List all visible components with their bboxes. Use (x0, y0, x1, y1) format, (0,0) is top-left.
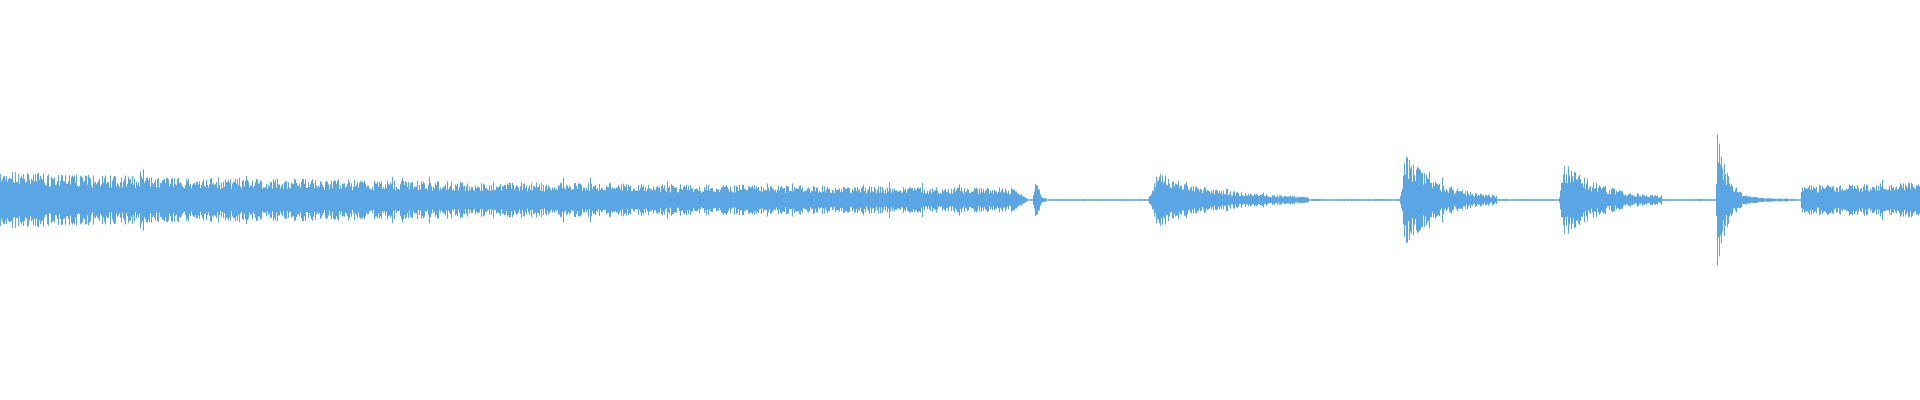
waveform-bars (0, 134, 1920, 266)
